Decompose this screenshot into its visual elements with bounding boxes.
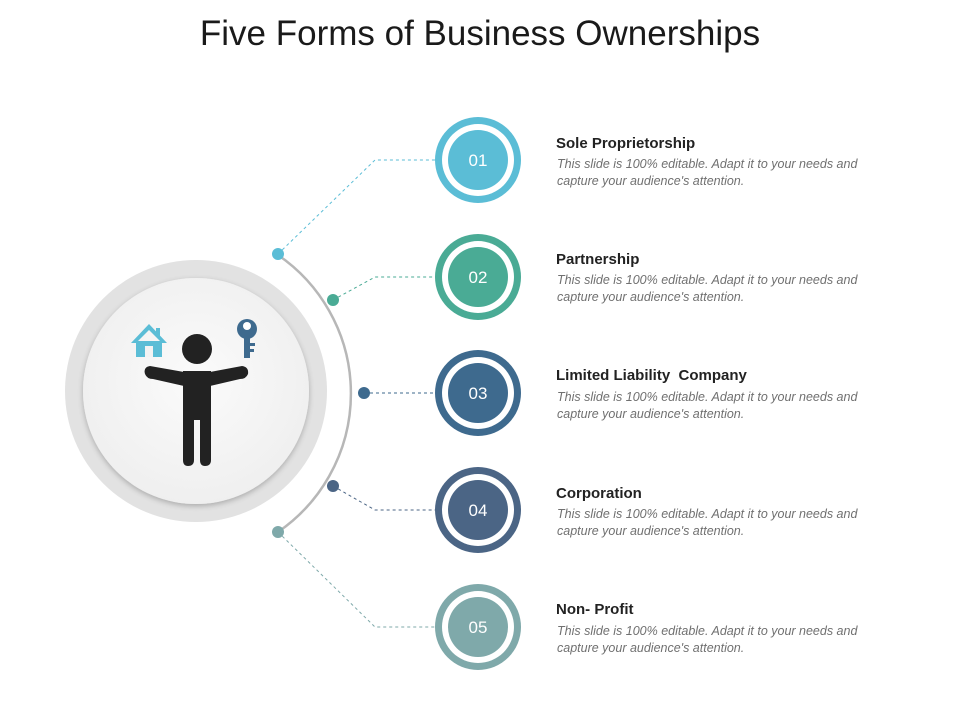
item-description: This slide is 100% editable. Adapt it to… (557, 507, 858, 538)
connector-dot-5 (272, 526, 284, 538)
item-title-partnership: Partnership (556, 251, 640, 268)
badge-01: 01 (435, 117, 521, 203)
connector-1 (277, 159, 435, 255)
badge-04: 04 (435, 467, 521, 553)
item-title-llc: Limited Liability Company (556, 367, 747, 384)
item-description: This slide is 100% editable. Adapt it to… (557, 157, 858, 188)
badge-number: 02 (469, 268, 488, 287)
badge-number: 01 (469, 151, 488, 170)
badge-05: 05 (435, 584, 521, 670)
badge-03: 03 (435, 350, 521, 436)
item-description: This slide is 100% editable. Adapt it to… (557, 390, 858, 421)
item-description: This slide is 100% editable. Adapt it to… (557, 273, 858, 304)
connector-4 (332, 485, 435, 511)
person-icon (144, 334, 249, 466)
connector-dot-4 (327, 480, 339, 492)
key-icon (237, 319, 257, 358)
badge-number: 03 (469, 384, 488, 403)
badge-02: 02 (435, 234, 521, 320)
dashed-connectors (277, 159, 435, 628)
connector-dot-2 (327, 294, 339, 306)
connector-dot-1 (272, 248, 284, 260)
badge-number: 04 (469, 501, 488, 520)
connector-arc (277, 253, 353, 534)
item-title-corporation: Corporation (556, 485, 642, 502)
house-icon (131, 324, 167, 357)
connector-dot-3 (358, 387, 370, 399)
badge-number: 05 (469, 618, 488, 637)
item-description: This slide is 100% editable. Adapt it to… (557, 624, 858, 655)
page-title: Five Forms of Business Ownerships (199, 14, 761, 53)
connector-5 (277, 531, 435, 628)
item-title-non-profit: Non- Profit (556, 601, 634, 618)
connector-2 (332, 276, 435, 301)
item-title-sole-proprietorship: Sole Proprietorship (556, 135, 696, 152)
